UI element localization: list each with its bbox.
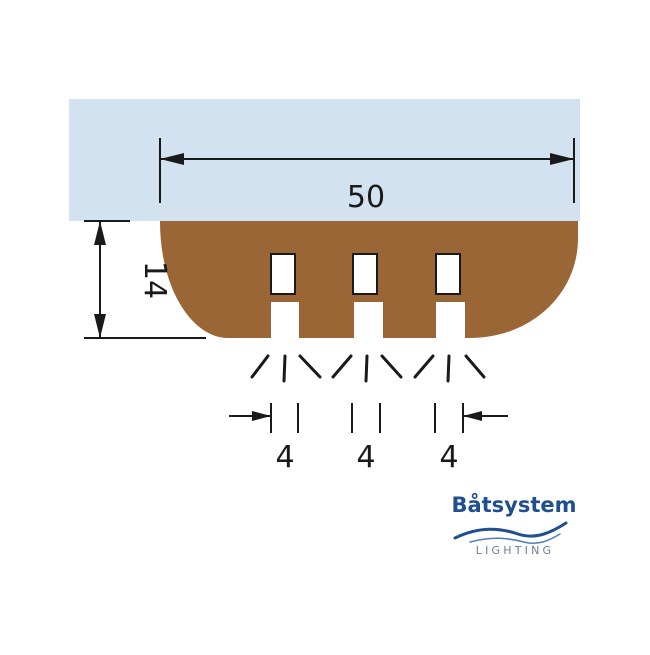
wave-icon-secondary — [469, 533, 561, 545]
slot-window-1 — [270, 253, 296, 295]
wave-icon — [453, 521, 568, 540]
brand-tagline: LIGHTING — [476, 544, 554, 557]
width-dimension — [159, 138, 575, 203]
slot-width-label-2: 4 — [356, 440, 375, 475]
slot-width-label-3: 4 — [439, 440, 458, 475]
arrow-head-top — [94, 221, 106, 245]
light-ray — [446, 354, 451, 383]
arrow-head-bottom — [94, 314, 106, 338]
light-ray — [413, 354, 435, 379]
arrow-head-left — [160, 153, 184, 165]
light-ray — [298, 354, 322, 379]
slot-window-2 — [352, 253, 378, 295]
brand-logo: Båtsystem LIGHTING — [451, 492, 576, 557]
light-ray — [250, 354, 270, 379]
light-ray — [331, 354, 353, 379]
slot-window-3 — [435, 253, 461, 295]
slot-arrow-right-head — [463, 411, 482, 421]
light-ray — [464, 354, 486, 379]
light-ray — [380, 354, 403, 379]
slot-dimensions — [229, 403, 508, 433]
height-dimension — [84, 220, 206, 339]
slot-arrow-left-head — [252, 411, 271, 421]
arrow-head-right — [550, 153, 574, 165]
light-ray — [364, 354, 369, 383]
brand-name: Båtsystem — [451, 492, 576, 517]
width-label: 50 — [347, 180, 385, 215]
light-rays — [250, 354, 486, 383]
height-label: 14 — [137, 261, 172, 299]
light-ray — [282, 354, 287, 383]
slot-windows — [270, 253, 461, 295]
slot-width-label-1: 4 — [275, 440, 294, 475]
